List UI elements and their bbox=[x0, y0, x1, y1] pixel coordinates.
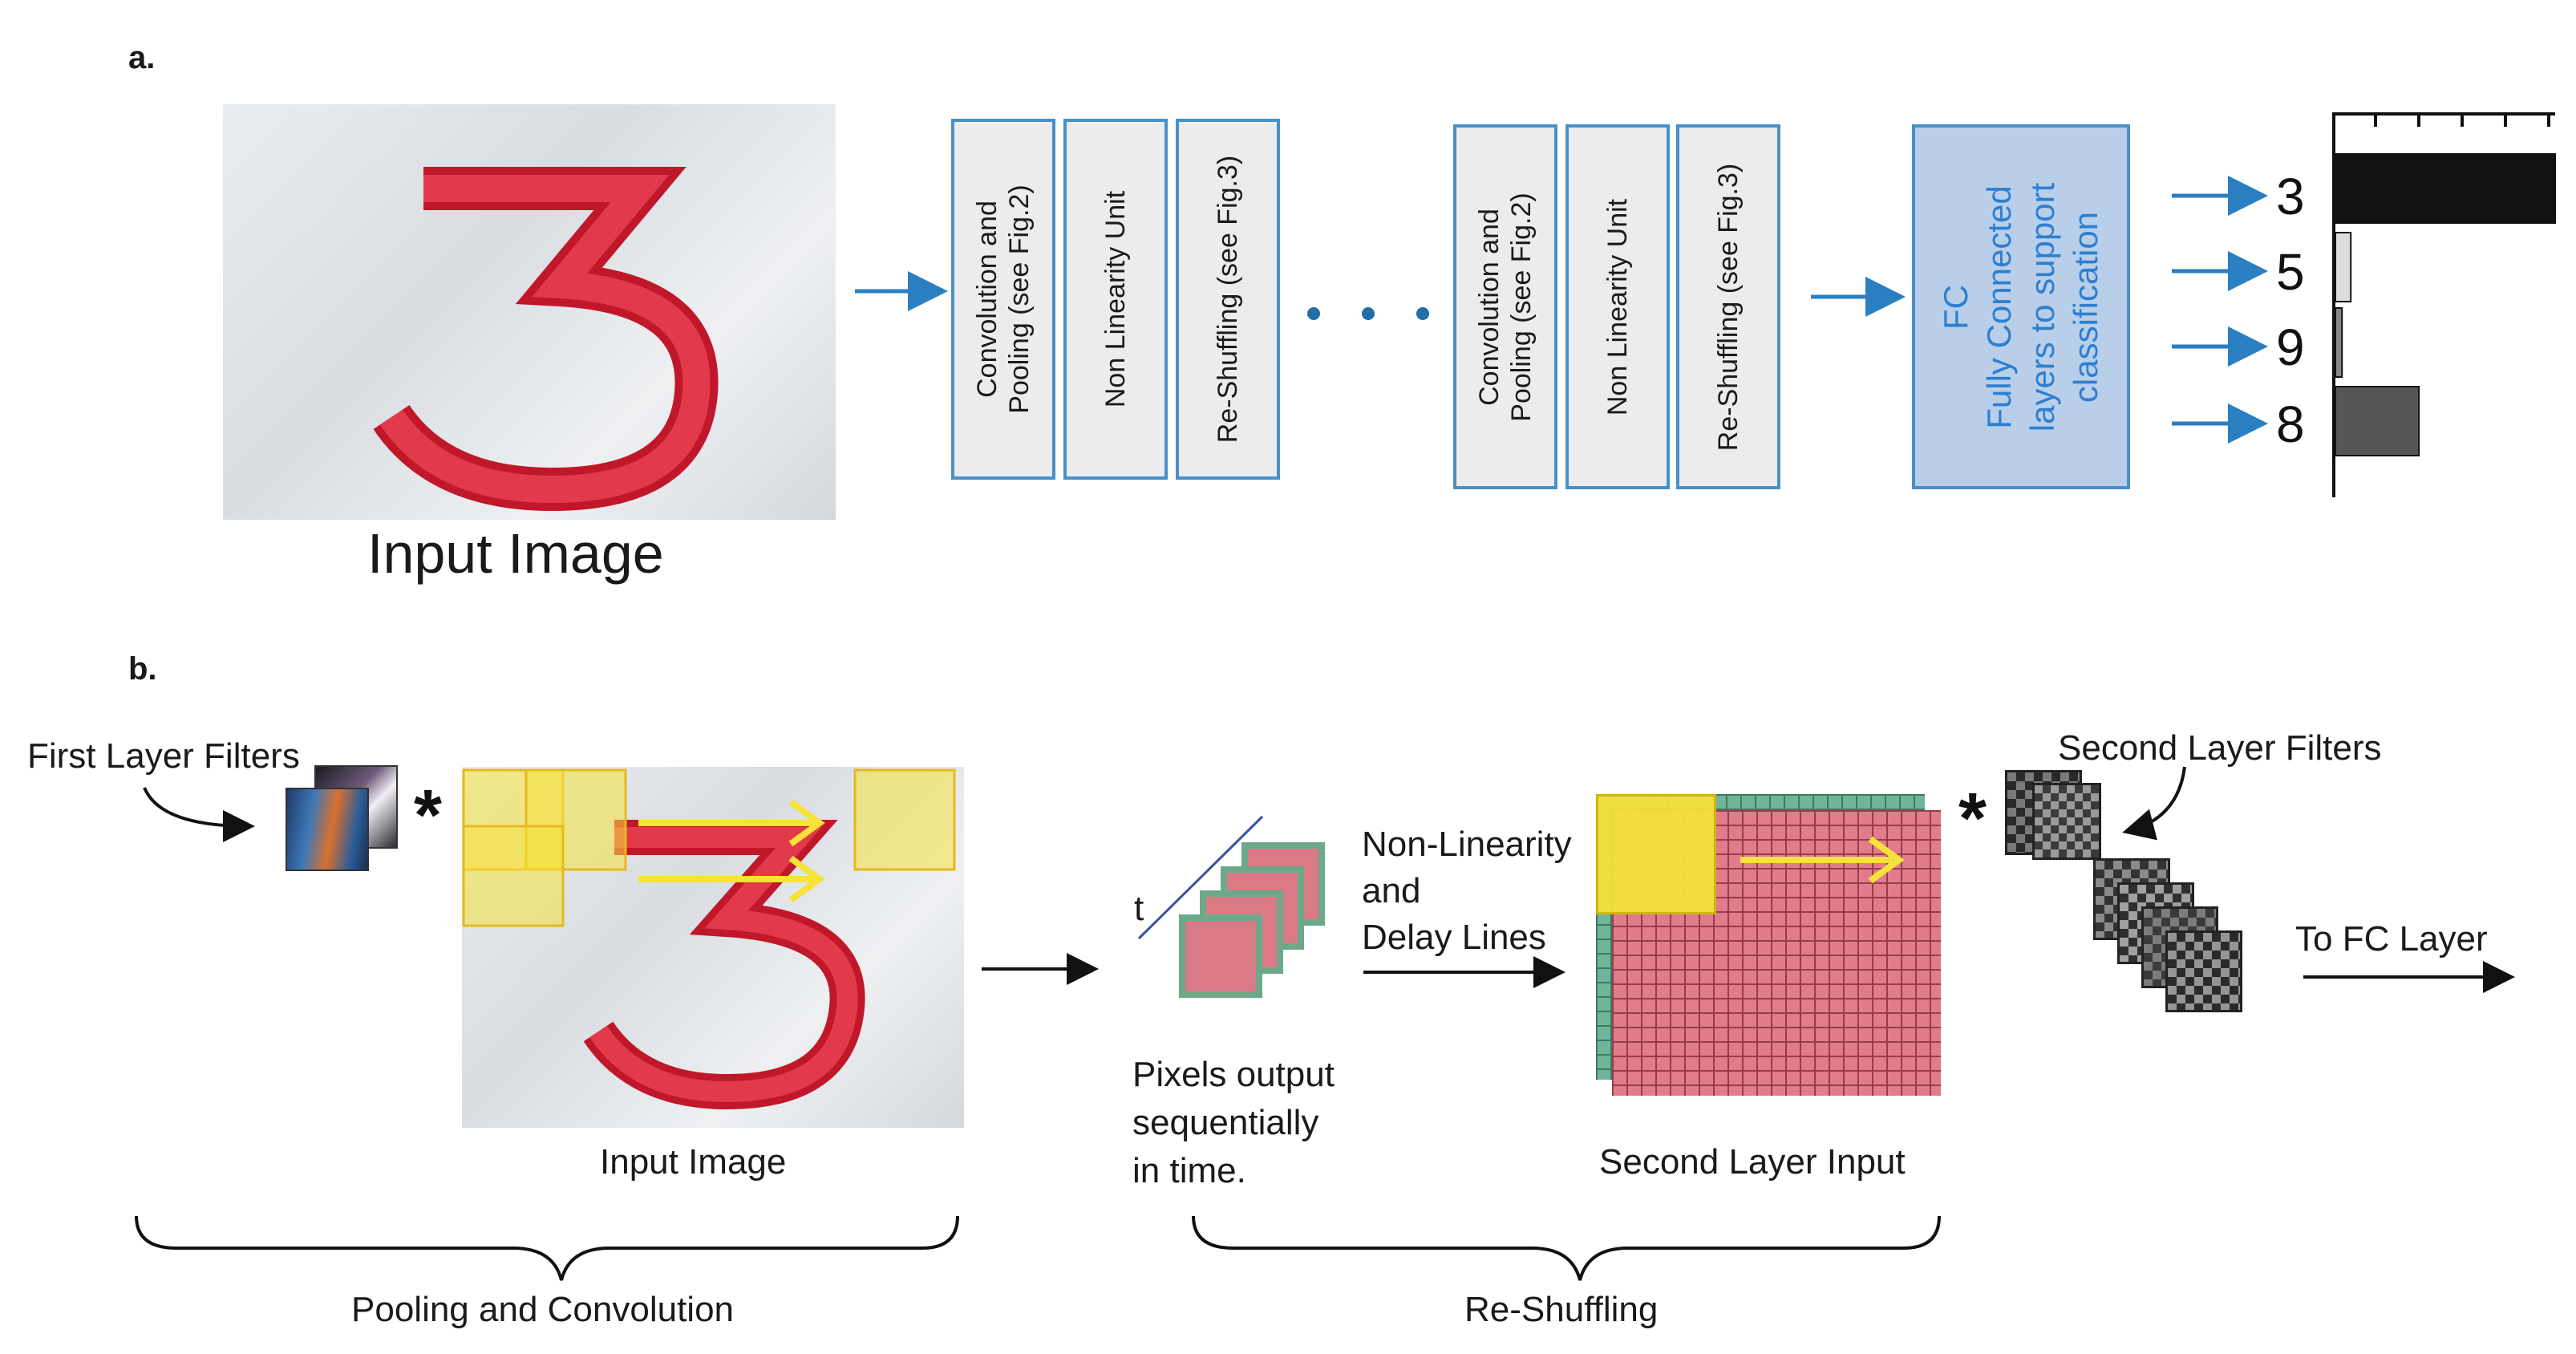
arrow-second-filters bbox=[2122, 766, 2186, 841]
time-axis-label: t bbox=[1134, 889, 1144, 928]
output-digit-9: 9 bbox=[2276, 318, 2305, 376]
input-image-caption-b: Input Image bbox=[600, 1142, 787, 1182]
input-image-b bbox=[462, 767, 964, 1128]
brace-pooling-convolution bbox=[135, 1215, 959, 1281]
digit-three-image bbox=[373, 167, 719, 512]
nonlinearity-delay-label: Non-Linearity and Delay Lines bbox=[1362, 825, 1572, 957]
pixels-output-label: Pixels output sequentially in time. bbox=[1132, 1055, 1335, 1190]
output-digit-5: 5 bbox=[2276, 243, 2305, 301]
nonlinearity-box-2: Non Linearity Unit bbox=[1565, 124, 1670, 489]
conv-pooling-box-1: Convolution and Pooling (see Fig.2) bbox=[951, 119, 1055, 480]
pooling-windows bbox=[462, 768, 956, 927]
reshuffling-box-1: Re-Shuffling (see Fig.3) bbox=[1176, 119, 1280, 480]
reshuffling-brace-label: Re-Shuffling bbox=[1464, 1290, 1659, 1329]
time-axis bbox=[1137, 815, 1264, 940]
panel-b-label: b. bbox=[128, 651, 157, 687]
to-fc-layer-label: To FC Layer bbox=[2295, 919, 2488, 959]
output-bar-chart-axes bbox=[2332, 112, 2555, 497]
output-bar-3 bbox=[2335, 153, 2556, 224]
conv-pooling-box-2: Convolution and Pooling (see Fig.2) bbox=[1453, 124, 1557, 489]
convolution-star-2: * bbox=[1958, 779, 1987, 859]
output-bar-8 bbox=[2335, 386, 2420, 456]
sliding-arrows bbox=[638, 799, 825, 903]
digit-three-with-windows bbox=[462, 768, 956, 1110]
second-layer-input-caption: Second Layer Input bbox=[1599, 1142, 1906, 1182]
nonlinearity-box-1: Non Linearity Unit bbox=[1063, 119, 1168, 480]
arrow-first-filters bbox=[143, 787, 255, 842]
input-image-caption-a: Input Image bbox=[367, 522, 664, 585]
output-bar-9 bbox=[2335, 307, 2343, 378]
ellipsis-dot-2 bbox=[1362, 307, 1375, 320]
reshuffling-box-2: Re-Shuffling (see Fig.3) bbox=[1676, 124, 1780, 489]
output-digit-8: 8 bbox=[2276, 395, 2305, 453]
second-layer-filters-label: Second Layer Filters bbox=[2058, 728, 2382, 768]
fc-layer-box: FC Fully Connected layers to support cla… bbox=[1912, 124, 2130, 489]
second-layer-input-grid bbox=[1596, 794, 1941, 1096]
output-bars bbox=[2335, 153, 2556, 456]
ellipsis-dot-3 bbox=[1416, 307, 1429, 320]
ellipsis-dot-1 bbox=[1307, 307, 1320, 320]
output-bar-5 bbox=[2335, 232, 2352, 302]
first-layer-filters-thumbnail bbox=[286, 765, 398, 871]
second-layer-filters-stack bbox=[2005, 770, 2262, 1035]
input-image-a bbox=[223, 104, 836, 520]
pooling-convolution-brace-label: Pooling and Convolution bbox=[351, 1290, 735, 1329]
first-layer-filters-label: First Layer Filters bbox=[27, 736, 300, 776]
brace-reshuffling bbox=[1192, 1215, 1941, 1281]
second-layer-slide-arrow bbox=[1740, 836, 1905, 884]
panel-a-label: a. bbox=[128, 40, 156, 75]
pixel-stack bbox=[1179, 842, 1339, 1003]
convolution-star-1: * bbox=[414, 776, 443, 856]
output-digit-3: 3 bbox=[2276, 168, 2305, 225]
